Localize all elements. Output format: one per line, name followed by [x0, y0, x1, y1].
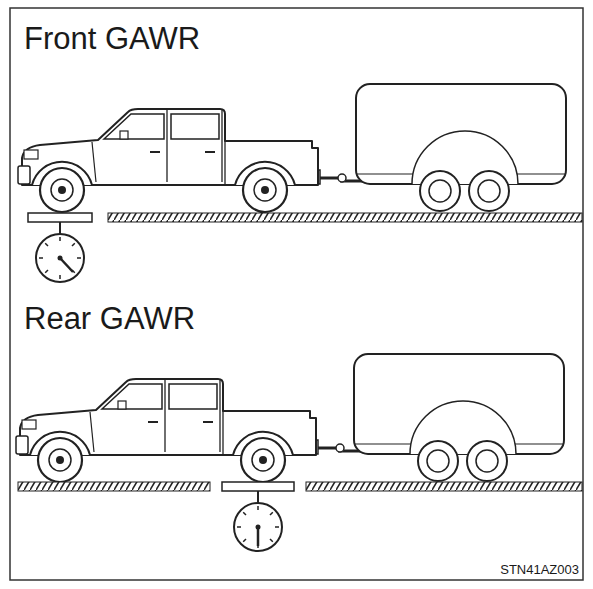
ground [18, 482, 210, 491]
panel-heading: Front GAWR [24, 22, 200, 56]
ground [306, 482, 582, 491]
scale-plate [222, 482, 294, 491]
panel-heading: Rear GAWR [24, 302, 195, 336]
truck-trailer [16, 354, 564, 482]
truck-trailer [18, 84, 566, 212]
scale-dial [234, 491, 282, 551]
scale-plate [28, 213, 92, 222]
scale-dial [36, 222, 84, 282]
figure-code: STN41AZ003 [500, 563, 579, 577]
ground [108, 213, 582, 222]
frame [10, 8, 583, 580]
